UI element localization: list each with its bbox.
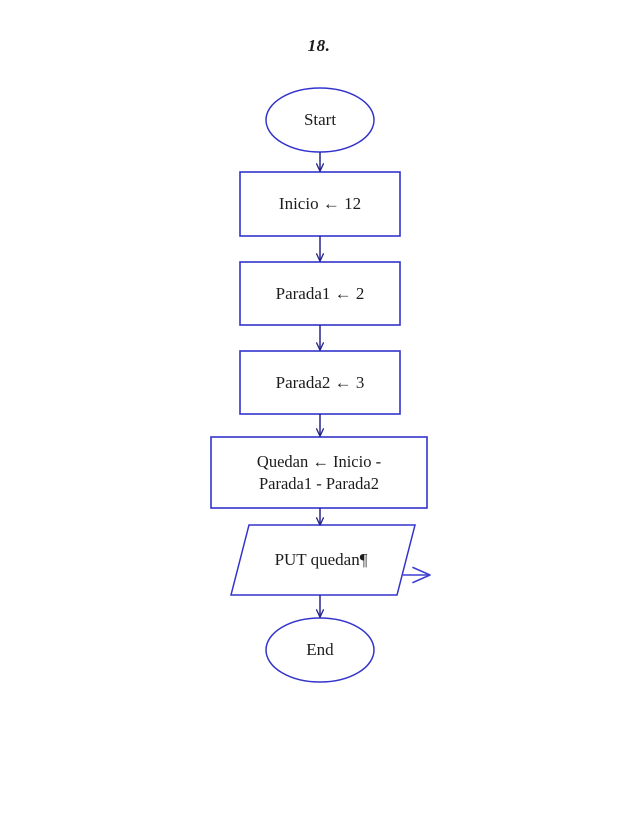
node-end-shape[interactable] [265,617,375,683]
node-parada1-shape[interactable] [239,261,401,326]
node-inicio-shape[interactable] [239,171,401,237]
node-put-shape[interactable] [230,524,416,596]
node-quedan-shape[interactable] [210,436,428,509]
page-title: 18. [307,36,331,55]
node-parada2-shape[interactable] [239,350,401,415]
node-start-shape[interactable] [265,87,375,153]
